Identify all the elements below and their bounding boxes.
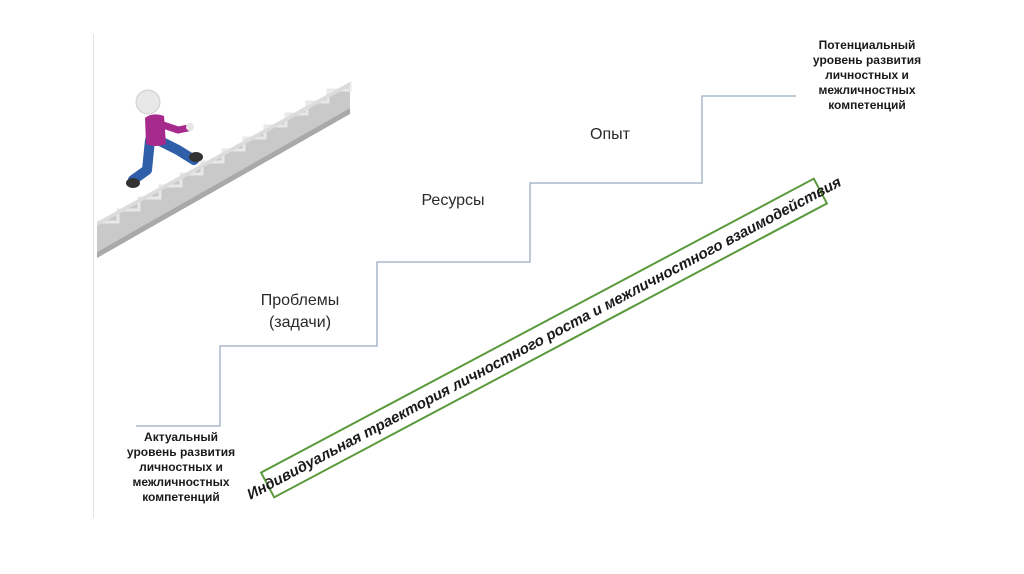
actual-level-line: Актуальный: [144, 430, 218, 444]
potential-level-line: личностных и: [825, 68, 909, 82]
actual-level-line: уровень развития: [126, 445, 236, 459]
staircase-icon: [97, 82, 352, 258]
actual-level-label: Актуальный уровень развития личностных и…: [106, 430, 256, 505]
potential-level-line: межличностных: [818, 83, 916, 97]
climbing-figure-icon: [126, 89, 203, 188]
step-resources-label: Ресурсы: [421, 192, 485, 209]
step-problems-label: Проблемы (задачи): [230, 290, 370, 334]
left-divider: [93, 34, 94, 518]
step-problems-line: (задачи): [268, 314, 332, 331]
potential-level-line: Потенциальный: [818, 38, 916, 52]
potential-level-label: Потенциальный уровень развития личностны…: [792, 38, 942, 113]
actual-level-line: личностных и: [139, 460, 223, 474]
step-experience-label: Опыт: [590, 126, 630, 143]
step-problems-line: Проблемы: [260, 292, 340, 309]
potential-level-line: уровень развития: [812, 53, 922, 67]
growth-step-line: [136, 95, 796, 427]
actual-level-line: межличностных: [132, 475, 230, 489]
actual-level-line: компетенций: [142, 490, 220, 504]
potential-level-line: компетенций: [828, 98, 906, 112]
